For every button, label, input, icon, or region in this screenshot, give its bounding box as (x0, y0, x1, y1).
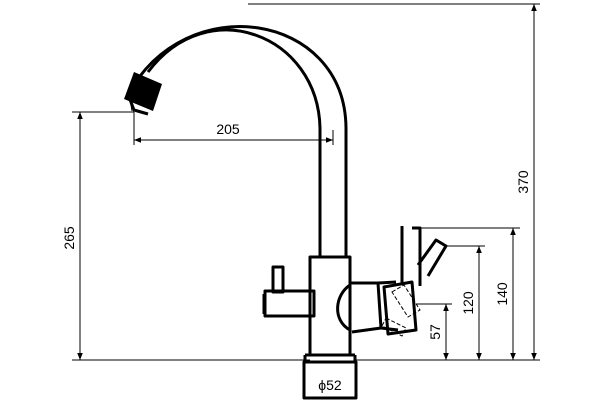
dim-label-57: 57 (427, 324, 443, 340)
dim-total-height: 370 (248, 3, 540, 361)
faucet-outline (124, 25, 448, 400)
dim-base-57: 57 (416, 303, 452, 360)
dim-spout-reach: 205 (133, 112, 334, 145)
dim-spout-height: 265 (61, 111, 310, 361)
dim-handle-140: 140 (420, 227, 520, 360)
dim-label-120: 120 (460, 291, 476, 315)
dim-label-370: 370 (515, 170, 531, 194)
dim-label-265: 265 (61, 226, 77, 250)
base-connector (302, 360, 358, 400)
dim-label-140: 140 (494, 282, 510, 306)
handle-alt-position (381, 284, 421, 337)
dim-label-diameter: ϕ52 (318, 377, 342, 393)
right-handle (336, 226, 448, 336)
spout-tube-inner (126, 25, 348, 258)
dim-label-205: 205 (216, 121, 240, 137)
spout-tube (146, 28, 322, 258)
dim-handle-120: 120 (446, 245, 485, 360)
left-lever (262, 265, 316, 318)
spout-nozzle (124, 72, 162, 116)
